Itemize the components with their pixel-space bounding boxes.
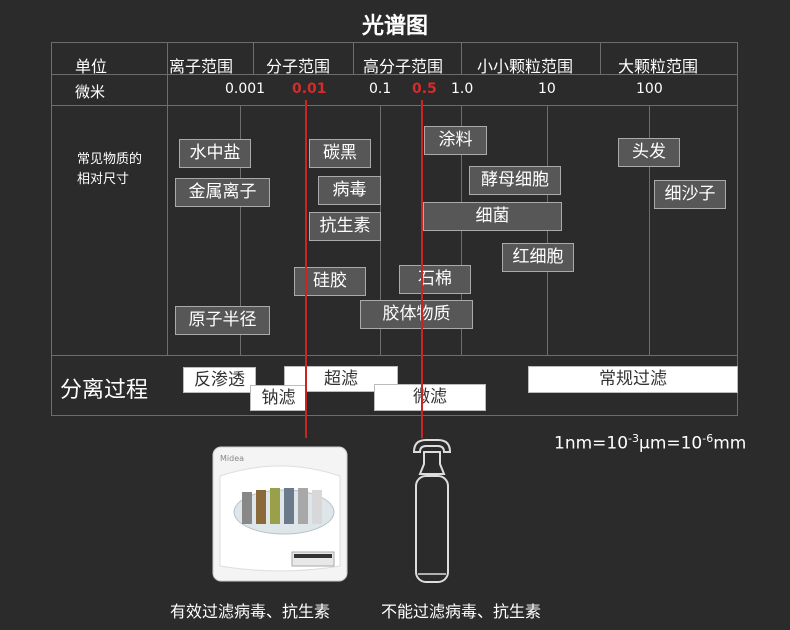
process-divider [52,355,737,356]
marker-line-0.5 [421,100,423,438]
substance-atomic-radius: 原子半径 [175,306,270,335]
header-divider [52,74,737,75]
col-divider [600,43,601,74]
col-divider [353,43,354,74]
substance-yeast: 酵母细胞 [469,166,561,195]
tick-label: 0.001 [225,81,266,97]
spectrum-table [51,42,738,416]
marker-line-0.01 [305,100,307,438]
tick-label: 10 [538,81,556,97]
row-label-line1: 常见物质的 [77,152,143,167]
tick-label: 1.0 [451,81,474,97]
caption-ineffective: 不能过滤病毒、抗生素 [381,602,542,621]
substance-metal-ions: 金属离子 [175,178,270,207]
page-title: 光谱图 [361,14,428,39]
header-col-molecule: 分子范围 [266,57,331,76]
substance-red-blood-cell: 红细胞 [502,243,574,272]
tick-gridline [649,105,650,355]
substance-carbon-black: 碳黑 [309,139,371,168]
substance-bacteria: 细菌 [423,202,562,231]
header-unit-label: 单位 [75,57,108,76]
scale-unit-label: 微米 [75,83,106,101]
col-divider [167,43,168,355]
tick-label: 0.1 [369,81,392,97]
substance-antibiotic: 抗生素 [309,212,381,241]
col-divider [253,43,254,74]
tick-gridline [240,105,241,355]
substance-paint: 涂料 [424,126,487,155]
scale-divider [52,105,737,106]
process-microfiltration: 微滤 [374,384,486,411]
process-conventional-filtration: 常规过滤 [528,366,738,393]
tick-label-highlight: 0.01 [292,81,327,97]
substance-colloid: 胶体物质 [360,300,473,329]
header-col-micro-particle: 小小颗粒范围 [477,57,574,76]
filter-bottle-image [404,434,460,588]
caption-effective: 有效过滤病毒、抗生素 [170,602,331,621]
brand-logo: Midea [220,454,245,463]
row-label-line2: 相对尺寸 [77,172,130,187]
substance-virus: 病毒 [318,176,381,205]
tick-label: 100 [636,81,663,97]
header-col-macro-particle: 大颗粒范围 [618,57,699,76]
process-nanofiltration: 钠滤 [250,385,307,411]
col-divider [461,43,462,74]
header-col-ion: 离子范围 [169,57,234,76]
header-col-macromolecule: 高分子范围 [363,57,444,76]
substance-hair: 头发 [618,138,680,167]
substance-salt: 水中盐 [179,139,251,168]
process-reverse-osmosis: 反渗透 [183,367,256,393]
substance-asbestos: 石棉 [399,265,471,294]
separation-label: 分离过程 [60,378,149,403]
water-purifier-image: Midea [212,446,348,582]
unit-conversion: 1nm=10-3μm=10-6mm [554,432,747,454]
substance-fine-sand: 细沙子 [654,180,726,209]
tick-label-highlight: 0.5 [412,81,437,97]
